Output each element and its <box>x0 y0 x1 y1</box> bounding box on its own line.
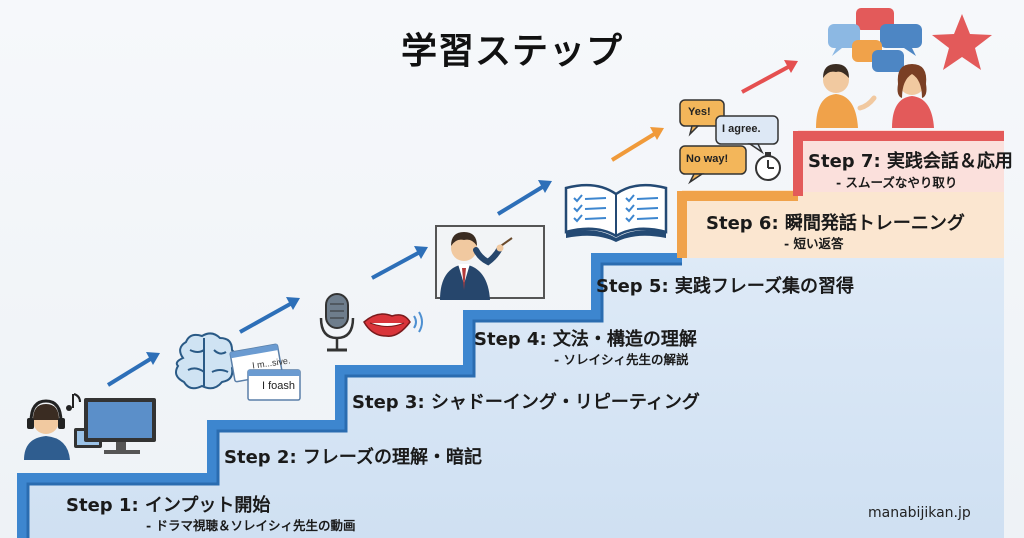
step-1-subtitle: - ドラマ視聴＆ソレイシィ先生の動画 <box>146 518 356 533</box>
step-6-title: Step 6: 瞬間発話トレーニング <box>706 213 965 234</box>
step-5-title: Step 5: 実践フレーズ集の習得 <box>596 276 855 297</box>
bubble-yes-text: Yes! <box>688 106 711 118</box>
stopwatch-icon <box>755 152 781 181</box>
music-note-icon <box>66 393 81 411</box>
step-3-title: Step 3: シャドーイング・リピーティング <box>352 392 700 413</box>
staircase-blue-edge <box>17 253 682 538</box>
mouth-icon <box>363 313 411 337</box>
microphone-icon <box>319 293 355 352</box>
bubble-agree-text: I agree. <box>722 123 761 135</box>
step-4-subtitle: - ソレイシィ先生の解説 <box>554 352 689 367</box>
step-6-subtitle: - 短い返答 <box>784 236 844 251</box>
step-1-title: Step 1: インプット開始 <box>66 495 271 516</box>
step6-band <box>682 190 1004 258</box>
book-icon <box>564 183 668 242</box>
star-icon <box>932 14 992 70</box>
step-2-title: Step 2: フレーズの理解・暗記 <box>224 447 483 468</box>
teacher-icon <box>435 225 545 300</box>
page-title: 学習ステップ <box>400 31 623 72</box>
phrase-cards-icon <box>229 343 301 401</box>
step-7-title: Step 7: 実践会話＆応用 <box>808 151 1013 172</box>
people-icon <box>816 64 934 128</box>
brain-icon <box>175 332 237 390</box>
progress-arrows <box>106 60 798 387</box>
bubble-noway-text: No way! <box>686 153 729 165</box>
sound-waves-icon <box>413 311 423 333</box>
staircase-red-edge <box>793 131 1004 196</box>
chat-bubbles-icon <box>828 8 922 72</box>
headphones-person-icon <box>24 399 70 460</box>
staircase-orange-edge <box>677 191 798 258</box>
site-url: manabijikan.jp <box>868 505 971 521</box>
step-7-subtitle: - スムーズなやり取り <box>836 175 958 190</box>
phrase-card-2-text: I foash <box>262 380 296 392</box>
monitor-icon <box>84 398 156 454</box>
speech-bubbles-icon <box>679 99 779 185</box>
step-4-title: Step 4: 文法・構造の理解 <box>474 329 697 350</box>
